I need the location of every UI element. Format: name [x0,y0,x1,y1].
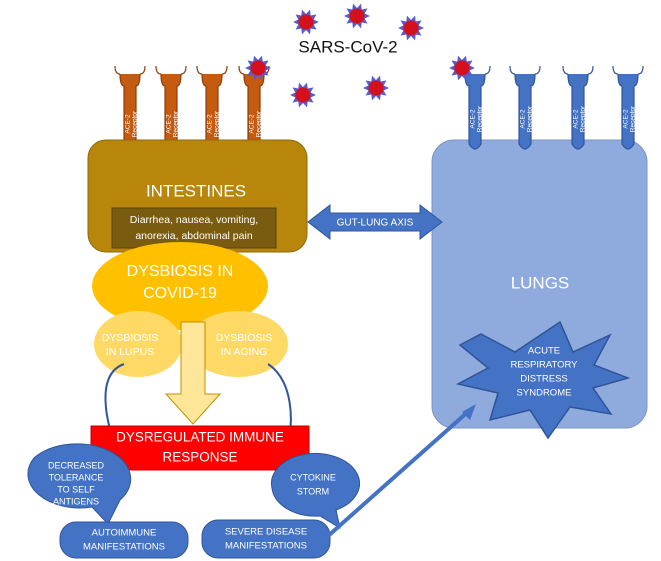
intestines-title: INTESTINES [146,181,246,200]
receptor-label: Receptor [580,105,587,132]
dysbiosis-aging-shape: DYSBIOSIS IN AGING [188,311,288,377]
virus-particle [245,55,271,81]
tolerance-line-4: ANTIGENS [53,496,99,506]
severe-line-1: SEVERE DISEASE [225,527,307,538]
ards-line-2: RESPIRATORY [510,360,578,371]
severe-line-2: MANIFESTATIONS [225,541,307,552]
dysregulated-immune-box: DYSREGULATED IMMUNE RESPONSE [90,425,310,471]
gut-lung-axis-label: GUT-LUNG AXIS [337,218,414,229]
ards-starburst: ACUTE RESPIRATORY DISTRESS SYNDROME [455,320,631,440]
receptor-label: Receptor [477,105,484,132]
cytokine-line-2: STORM [297,486,329,496]
symptoms-line-1: Diarrhea, nausea, vomiting, [130,214,258,226]
dysbiosis-lupus-line-2: IN LUPUS [106,346,154,358]
receptor-label: Receptor [256,110,263,137]
receptor-label: Receptor [527,105,534,132]
autoimmune-line-2: MANIFESTATIONS [83,542,165,553]
lungs-label: LUNGS [511,273,570,292]
receptor-label: Receptor [214,110,221,137]
dysbiosis-lupus-shape: DYSBIOSIS IN LUPUS [94,311,182,377]
receptor-label: ACE-2 [470,109,477,129]
symptoms-line-2: anorexia, abdominal pain [135,230,252,242]
gut-lung-axis-arrow: GUT-LUNG AXIS [307,203,443,241]
cytokine-line-1: CYTOKINE [290,472,336,482]
down-arrow [164,321,222,425]
severe-to-lungs-arrow [326,404,476,538]
receptor-label: Receptor [132,110,139,137]
receptor-label: ACE-2 [623,109,630,129]
receptor-label: ACE-2 [166,114,173,134]
receptor-label: ACE-2 [207,114,214,134]
virus-particles [245,3,475,108]
dysregulated-line-2: RESPONSE [162,450,237,465]
receptor-label: Receptor [173,110,180,137]
autoimmune-line-1: AUTOIMMUNE [92,528,157,539]
dysbiosis-aging-line-1: DYSBIOSIS [216,332,273,344]
autoimmune-box: AUTOIMMUNE MANIFESTATIONS [59,521,189,559]
decreased-tolerance-callout: DECREASED TOLERANCE TO SELF ANTIGENS [27,443,132,525]
ards-line-4: SYNDROME [517,388,572,399]
severe-disease-box: SEVERE DISEASE MANIFESTATIONS [201,519,331,559]
tolerance-line-1: DECREASED [48,460,105,470]
dysbiosis-lupus-line-1: DYSBIOSIS [102,332,159,344]
receptor-label: ACE-2 [125,114,132,134]
virus-particle [449,55,475,81]
virus-particle [398,15,424,41]
receptor-label: ACE-2 [249,114,256,134]
cytokine-storm-callout: CYTOKINE STORM [271,452,360,530]
dysregulated-line-1: DYSREGULATED IMMUNE [116,430,284,445]
symptoms-box [111,207,277,249]
virus-particle [344,3,370,29]
virus-label: SARS-CoV-2 [298,37,397,56]
ards-line-1: ACUTE [528,346,560,357]
receptor-label: Receptor [630,105,637,132]
receptor-label: ACE-2 [520,109,527,129]
dysbiosis-covid-shape: DYSBIOSIS IN COVID-19 [92,242,268,330]
dysbiosis-aging-line-2: IN AGING [221,346,268,358]
virus-particle [290,82,316,108]
tolerance-line-2: TOLERANCE [49,472,104,482]
virus-particle [363,75,389,101]
ards-line-3: DISTRESS [520,374,568,385]
tolerance-line-3: TO SELF [57,484,95,494]
dysbiosis-covid-line-1: DYSBIOSIS IN [127,263,234,280]
intestines-block: INTESTINES Diarrhea, nausea, vomiting, a… [87,139,308,253]
virus-particle [293,9,319,35]
dysbiosis-covid-line-2: COVID-19 [143,285,217,302]
receptor-label: ACE-2 [573,109,580,129]
